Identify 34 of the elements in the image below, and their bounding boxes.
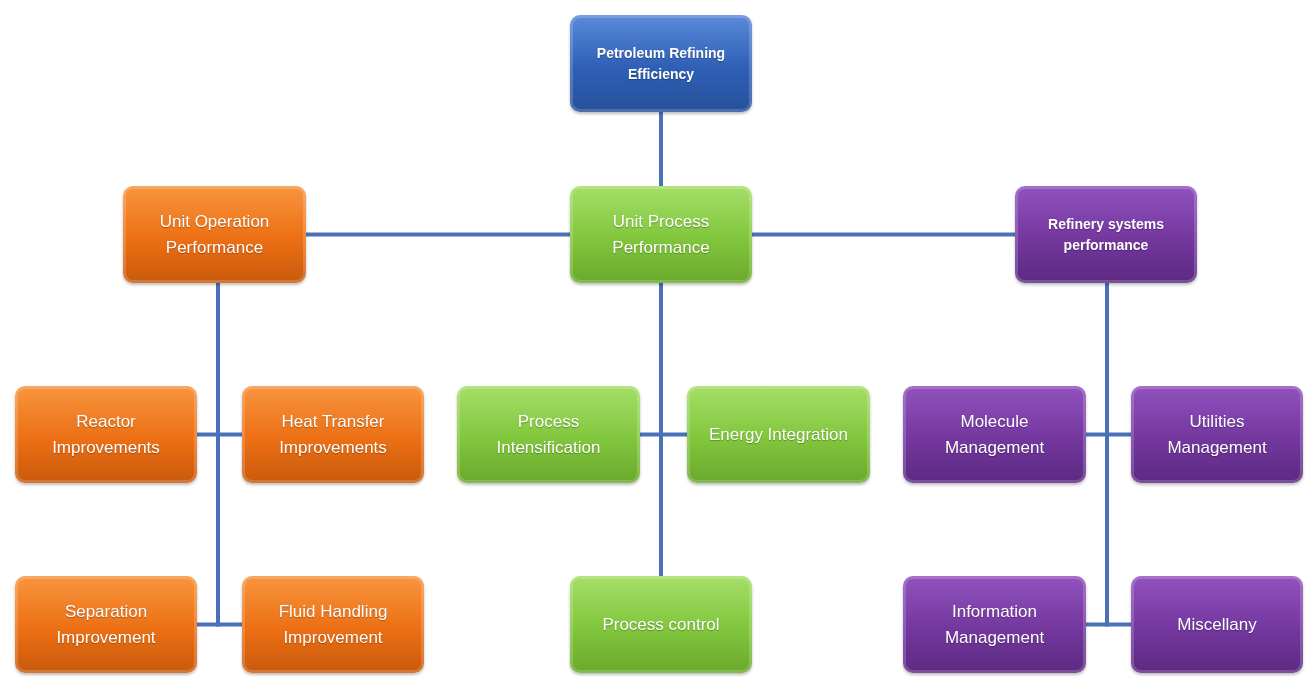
rounded-box — [15, 576, 197, 673]
connector-line — [306, 232, 570, 237]
rounded-box — [123, 186, 306, 283]
rounded-box — [1131, 386, 1303, 483]
box-label: Reactor Improvements — [51, 411, 161, 459]
box-label: Unit Process Performance — [611, 211, 711, 259]
rounded-box — [242, 386, 424, 483]
box-label: Miscellany — [1177, 613, 1257, 636]
box-label: Process control — [602, 613, 720, 636]
box-label: Separation Improvement — [55, 601, 157, 649]
rounded-box — [1131, 576, 1303, 673]
rounded-box — [687, 386, 870, 483]
rounded-box — [570, 576, 752, 673]
rounded-box — [457, 386, 640, 483]
box-label: Refinery systems performance — [1047, 214, 1165, 255]
box-label: Information Management — [943, 601, 1046, 649]
box-label: Unit Operation Performance — [158, 211, 271, 259]
rounded-box — [15, 386, 197, 483]
box-label: Heat Transfer Improvements — [278, 411, 388, 459]
rounded-box — [242, 576, 424, 673]
rounded-box — [903, 386, 1086, 483]
rounded-box — [570, 186, 752, 283]
box-label: Fluid Handling Improvement — [277, 601, 389, 649]
box-label: Molecule Management — [943, 411, 1046, 459]
connector-line — [659, 283, 663, 576]
connector-line — [659, 112, 663, 186]
connector-line — [752, 232, 1015, 237]
box-label: Utilities Management — [1166, 411, 1268, 459]
box-label: Process Intensification — [495, 411, 602, 459]
box-label: Energy Integration — [709, 423, 848, 446]
rounded-box — [570, 15, 752, 112]
rounded-box — [903, 576, 1086, 673]
rounded-box — [1015, 186, 1197, 283]
box-label: Petroleum Refining Efficiency — [595, 43, 727, 84]
